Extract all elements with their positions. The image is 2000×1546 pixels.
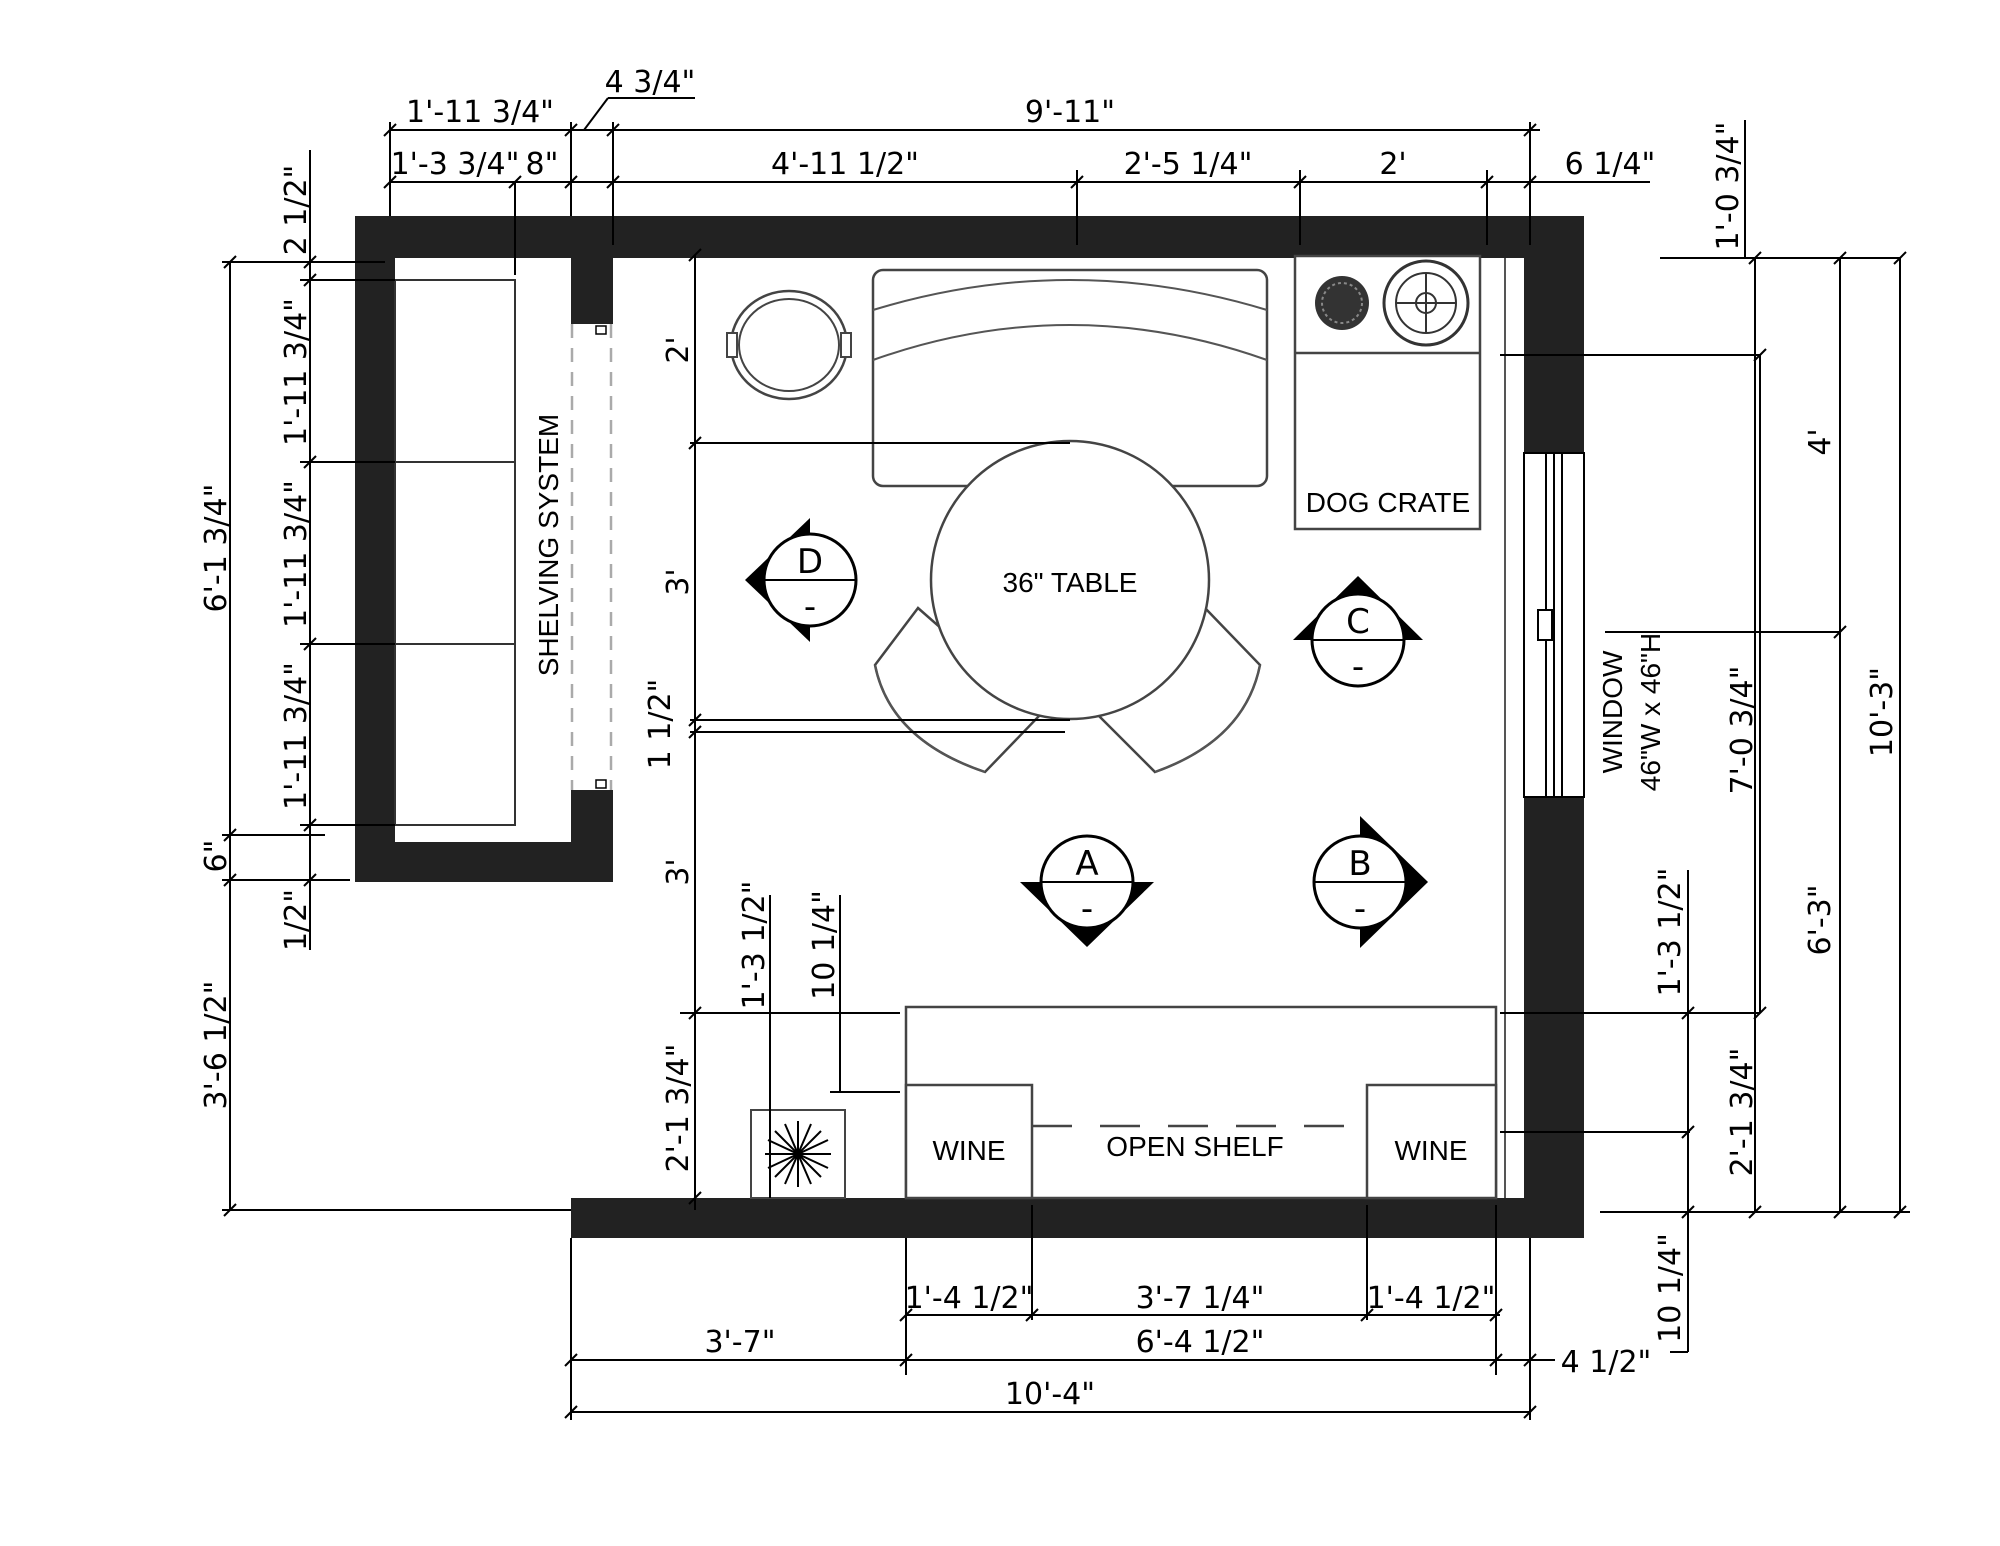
shelving-label: SHELVING SYSTEM	[533, 414, 564, 676]
dim-left-1-11-3-4-a: 1'-11 3/4"	[279, 298, 314, 446]
dim-top-4-3-4: 4 3/4"	[605, 65, 696, 100]
dim-right-4: 4'	[1803, 428, 1838, 455]
elevation-marker-b: B -	[1312, 816, 1428, 948]
window-label-line1: WINDOW	[1597, 650, 1628, 773]
wine-left-cabinet	[904, 1083, 1034, 1200]
dim-left-3-6-1-2: 3'-6 1/2"	[199, 981, 234, 1110]
marker-c-sheet: -	[1352, 647, 1364, 687]
dim-left-6-1-3-4: 6'-1 3/4"	[199, 484, 234, 613]
dim-bot-3-7-1-4: 3'-7 1/4"	[1136, 1281, 1265, 1316]
dim-in-10-1-4: 10 1/4"	[807, 890, 842, 1000]
wine-right-cabinet	[1365, 1083, 1498, 1200]
marker-c-letter: C	[1346, 602, 1370, 642]
dim-bot-1-4-1-2-b: 1'-4 1/2"	[1367, 1281, 1496, 1316]
floor-register	[750, 1109, 846, 1199]
dim-left-1-11-3-4-c: 1'-11 3/4"	[279, 662, 314, 810]
dim-right-6-3: 6'-3"	[1803, 884, 1838, 955]
marker-d-letter: D	[797, 542, 823, 582]
dim-in-3-b: 3'	[661, 858, 696, 885]
dim-top-4-11-1-2: 4'-11 1/2"	[771, 147, 919, 182]
dim-bot-4-1-2: 4 1/2"	[1561, 1345, 1652, 1380]
dim-top-1-3-3-4: 1'-3 3/4"	[391, 147, 520, 182]
dim-in-2: 2'	[661, 336, 696, 363]
dim-top-6-1-4: 6 1/4"	[1565, 147, 1656, 182]
alcove-opening	[570, 324, 613, 790]
cabinetry: WINE OPEN SHELF WINE	[904, 1005, 1498, 1200]
window	[1523, 452, 1585, 798]
dim-bot-1-4-1-2-a: 1'-4 1/2"	[905, 1281, 1034, 1316]
dim-in-3-a: 3'	[661, 568, 696, 595]
round-table: 36" TABLE	[929, 439, 1211, 721]
elevation-marker-a: A -	[1020, 834, 1154, 947]
table-label: 36" TABLE	[1003, 567, 1138, 598]
dim-right-10-3: 10'-3"	[1865, 667, 1900, 757]
wine-right-label: WINE	[1394, 1135, 1467, 1166]
dim-top-9-11: 9'-11"	[1025, 95, 1115, 130]
elevation-marker-c: C -	[1293, 576, 1423, 688]
dim-right-1-0-3-4: 1'-0 3/4"	[1711, 122, 1746, 251]
dimension-ticks	[223, 123, 1907, 1419]
dim-right-7-0-3-4: 7'-0 3/4"	[1725, 666, 1760, 795]
marker-d-sheet: -	[804, 587, 816, 627]
dim-in-1-3-1-2: 1'-3 1/2"	[737, 881, 772, 1010]
marker-a-letter: A	[1075, 844, 1098, 884]
shelving-system: SHELVING SYSTEM	[394, 279, 564, 826]
dim-right-1-3-1-2: 1'-3 1/2"	[1653, 868, 1688, 997]
dimension-labels: 1'-11 3/4" 4 3/4" 9'-11" 1'-3 3/4" 8" 4'…	[199, 65, 1900, 1412]
dim-left-2-1-2: 2 1/2"	[279, 165, 314, 256]
window-label-line2: 46"W x 46"H	[1635, 633, 1666, 791]
dim-in-1-1-2: 1 1/2"	[643, 679, 678, 770]
dog-crate: DOG CRATE	[1293, 254, 1482, 531]
marker-b-sheet: -	[1354, 889, 1366, 929]
dim-top-2: 2'	[1379, 147, 1406, 182]
marker-b-letter: B	[1348, 844, 1371, 884]
marker-a-sheet: -	[1081, 889, 1093, 929]
dim-bot-3-7: 3'-7"	[704, 1325, 775, 1360]
dim-bot-6-4-1-2: 6'-4 1/2"	[1136, 1325, 1265, 1360]
elevation-marker-d: D -	[745, 518, 858, 642]
dim-bot-10-4: 10'-4"	[1005, 1377, 1095, 1412]
dim-left-1-2: 1/2"	[279, 889, 314, 951]
dim-top-8: 8"	[526, 147, 559, 182]
wine-left-label: WINE	[932, 1135, 1005, 1166]
dim-top-1-11-3-4: 1'-11 3/4"	[406, 95, 554, 130]
banquette	[871, 268, 1269, 488]
dim-right-2-1-3-4: 2'-1 3/4"	[1725, 1048, 1760, 1177]
dim-top-2-5-1-4: 2'-5 1/4"	[1124, 147, 1253, 182]
dim-right-10-1-4: 10 1/4"	[1653, 1233, 1688, 1343]
dining-chair-right	[1096, 606, 1262, 774]
dim-left-6: 6"	[199, 840, 234, 873]
open-shelf-label: OPEN SHELF	[1106, 1131, 1283, 1162]
pet-bowl-food	[1315, 276, 1369, 330]
round-pouf	[726, 289, 852, 401]
dim-in-2-1-3-4: 2'-1 3/4"	[661, 1044, 696, 1173]
dimension-lines	[222, 97, 1910, 1420]
dim-left-1-11-3-4-b: 1'-11 3/4"	[279, 480, 314, 628]
dog-crate-label: DOG CRATE	[1306, 487, 1470, 518]
